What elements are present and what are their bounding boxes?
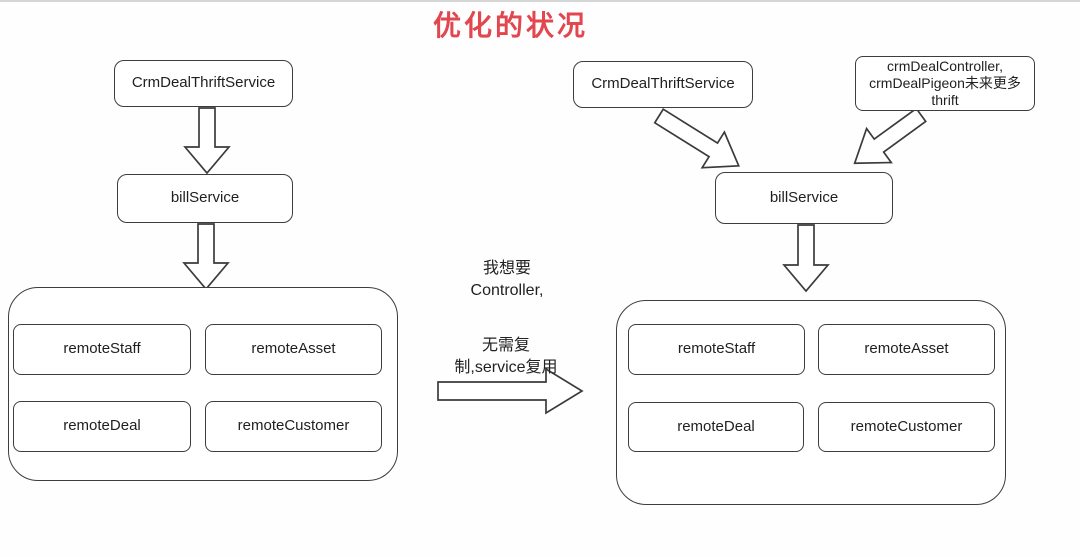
left-remote-staff-box: remoteStaff xyxy=(13,324,191,375)
right-crm-deal-controller-box: crmDealController, crmDealPigeon未来更多 thr… xyxy=(855,56,1035,111)
left-remote-customer-box: remoteCustomer xyxy=(205,401,382,452)
right-bill-service-box: billService xyxy=(715,172,893,224)
arrow-left-bill-to-group-icon xyxy=(182,223,230,291)
arrow-right-bill-to-group-icon xyxy=(782,224,830,293)
arrow-right-thrift-to-bill-icon xyxy=(653,108,740,169)
right-remote-asset-box: remoteAsset xyxy=(818,324,995,375)
note-no-copy-service-reuse: 无需复 制,service复用 xyxy=(454,337,558,376)
right-crm-deal-thrift-service-box: CrmDealThriftService xyxy=(573,61,753,108)
left-bill-service-box: billService xyxy=(117,174,293,223)
left-remote-asset-box: remoteAsset xyxy=(205,324,382,375)
left-crm-deal-thrift-service-box: CrmDealThriftService xyxy=(114,60,293,107)
arrow-left-thrift-to-bill-icon xyxy=(183,107,231,175)
right-remote-deal-box: remoteDeal xyxy=(628,402,804,452)
note-want-controller: 我想要 Controller, xyxy=(470,260,544,299)
right-remote-customer-box: remoteCustomer xyxy=(818,402,995,452)
left-remote-deal-box: remoteDeal xyxy=(13,401,191,452)
right-remote-staff-box: remoteStaff xyxy=(628,324,805,375)
page-title: 优化的状况 xyxy=(433,10,589,41)
